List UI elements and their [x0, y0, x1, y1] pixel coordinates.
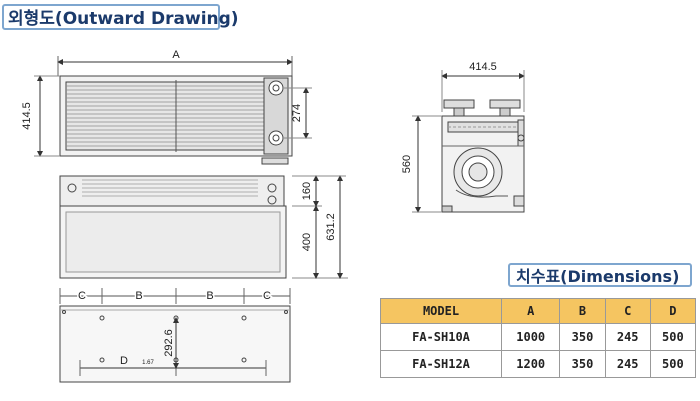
column-header-c: C — [604, 298, 651, 324]
cell-b: 350 — [559, 350, 606, 378]
table-row: FA-SH10A 1000 350 245 500 — [380, 323, 697, 351]
bottom-view — [59, 288, 291, 383]
side-view — [412, 70, 525, 213]
dim-160-label: 160 — [301, 182, 313, 200]
cell-c: 245 — [604, 350, 651, 378]
front-view — [59, 175, 348, 279]
dim-c-left-label: C — [78, 290, 86, 302]
top-view — [34, 56, 312, 165]
dimensions-title: 치수표(Dimensions) — [508, 263, 692, 287]
dim-d-label: D — [120, 355, 128, 367]
cell-model: FA-SH10A — [380, 323, 502, 351]
dim-414-top-label: 414.5 — [469, 61, 497, 73]
table-row: FA-SH12A 1200 350 245 500 — [380, 350, 697, 378]
column-header-a: A — [500, 298, 561, 324]
dim-b-left-label: B — [135, 290, 142, 302]
dim-292-label: 292.6 — [163, 329, 175, 357]
column-header-d: D — [649, 298, 697, 324]
cell-a: 1000 — [500, 323, 561, 351]
cell-b: 350 — [559, 323, 606, 351]
dim-400-label: 400 — [301, 233, 313, 251]
cell-a: 1200 — [500, 350, 561, 378]
column-header-model: MODEL — [380, 298, 502, 324]
cell-d: 500 — [649, 323, 697, 351]
column-header-b: B — [559, 298, 606, 324]
cell-model: FA-SH12A — [380, 350, 502, 378]
dim-c-right-label: C — [263, 290, 271, 302]
table-header-row: MODEL A B C D — [380, 298, 697, 324]
dim-631-label: 631.2 — [325, 213, 337, 241]
cell-d: 500 — [649, 350, 697, 378]
small-note-label: 1.67 — [142, 360, 154, 366]
dimensions-table: MODEL A B C D FA-SH10A 1000 350 245 500 … — [380, 298, 697, 378]
dim-b-right-label: B — [206, 290, 213, 302]
outward-drawing-title: 외형도(Outward Drawing) — [2, 4, 239, 30]
dim-560-label: 560 — [401, 155, 413, 173]
dim-274-label: 274 — [291, 104, 303, 122]
cell-c: 245 — [604, 323, 651, 351]
dim-414-left-label: 414.5 — [21, 102, 33, 130]
dim-a-label: A — [172, 49, 180, 61]
